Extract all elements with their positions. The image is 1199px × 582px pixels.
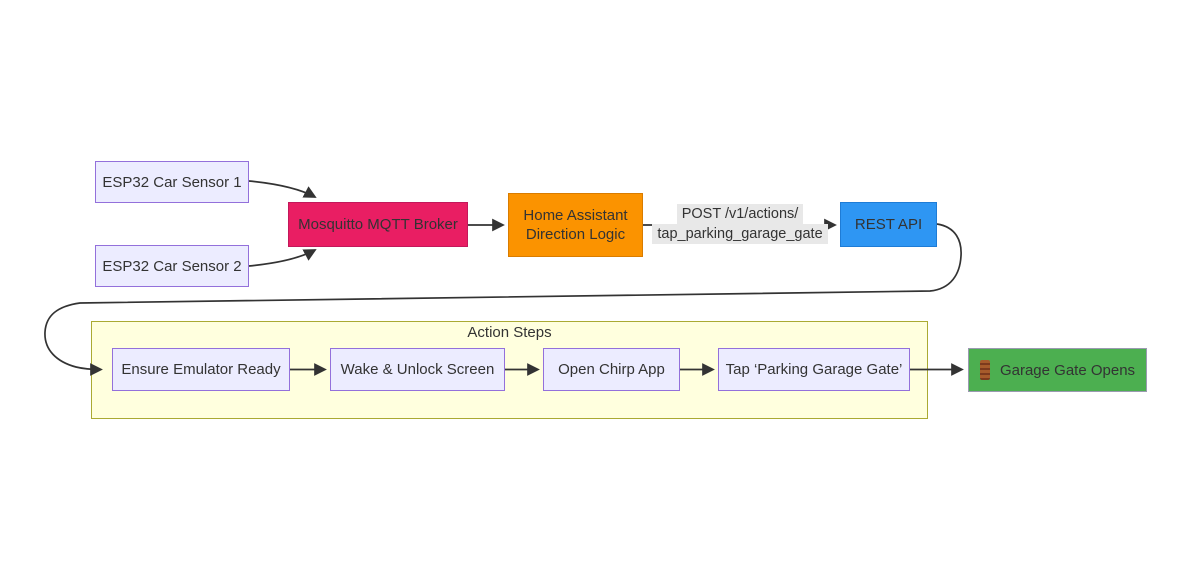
- edge-rest-ensure: [44, 223, 962, 376]
- node-label: REST API: [854, 216, 923, 233]
- node-label: ESP32 Car Sensor 1: [102, 173, 242, 191]
- node-wake-unlock-screen: Wake & Unlock Screen: [330, 348, 505, 391]
- node-label-line2: Direction Logic: [525, 226, 626, 243]
- node-tap-parking-garage-gate: Tap ‘Parking Garage Gate’: [718, 348, 910, 391]
- subgraph-title: Action Steps: [467, 324, 552, 341]
- node-esp32-car-sensor-1: ESP32 Car Sensor 1: [95, 161, 249, 203]
- node-label: Open Chirp App: [558, 361, 665, 378]
- node-label: Ensure Emulator Ready: [121, 361, 281, 378]
- node-label: Mosquitto MQTT Broker: [298, 216, 458, 233]
- node-label: ESP32 Car Sensor 2: [102, 257, 242, 275]
- node-label-line1: Home Assistant: [523, 207, 628, 224]
- door-icon: [979, 360, 990, 380]
- node-home-assistant-direction-logic: Home Assistant Direction Logic: [508, 193, 643, 257]
- node-garage-gate-opens: Garage Gate Opens: [968, 348, 1147, 392]
- node-open-chirp-app: Open Chirp App: [543, 348, 680, 391]
- node-esp32-car-sensor-2: ESP32 Car Sensor 2: [95, 245, 249, 287]
- edge-label-line2: tap_parking_garage_gate: [652, 224, 828, 244]
- edge-sensor2-broker: [248, 249, 317, 267]
- node-rest-api: REST API: [840, 202, 937, 247]
- node-mosquitto-mqtt-broker: Mosquitto MQTT Broker: [288, 202, 468, 247]
- node-label: Garage Gate Opens: [999, 361, 1136, 379]
- node-label: Tap ‘Parking Garage Gate’: [725, 361, 903, 378]
- edge-sensor1-broker: [248, 180, 317, 198]
- node-label: Wake & Unlock Screen: [340, 361, 495, 378]
- edge-label-post-request: POST /v1/actions/ tap_parking_garage_gat…: [625, 204, 855, 244]
- node-ensure-emulator-ready: Ensure Emulator Ready: [112, 348, 290, 391]
- edge-label-line1: POST /v1/actions/: [676, 204, 804, 224]
